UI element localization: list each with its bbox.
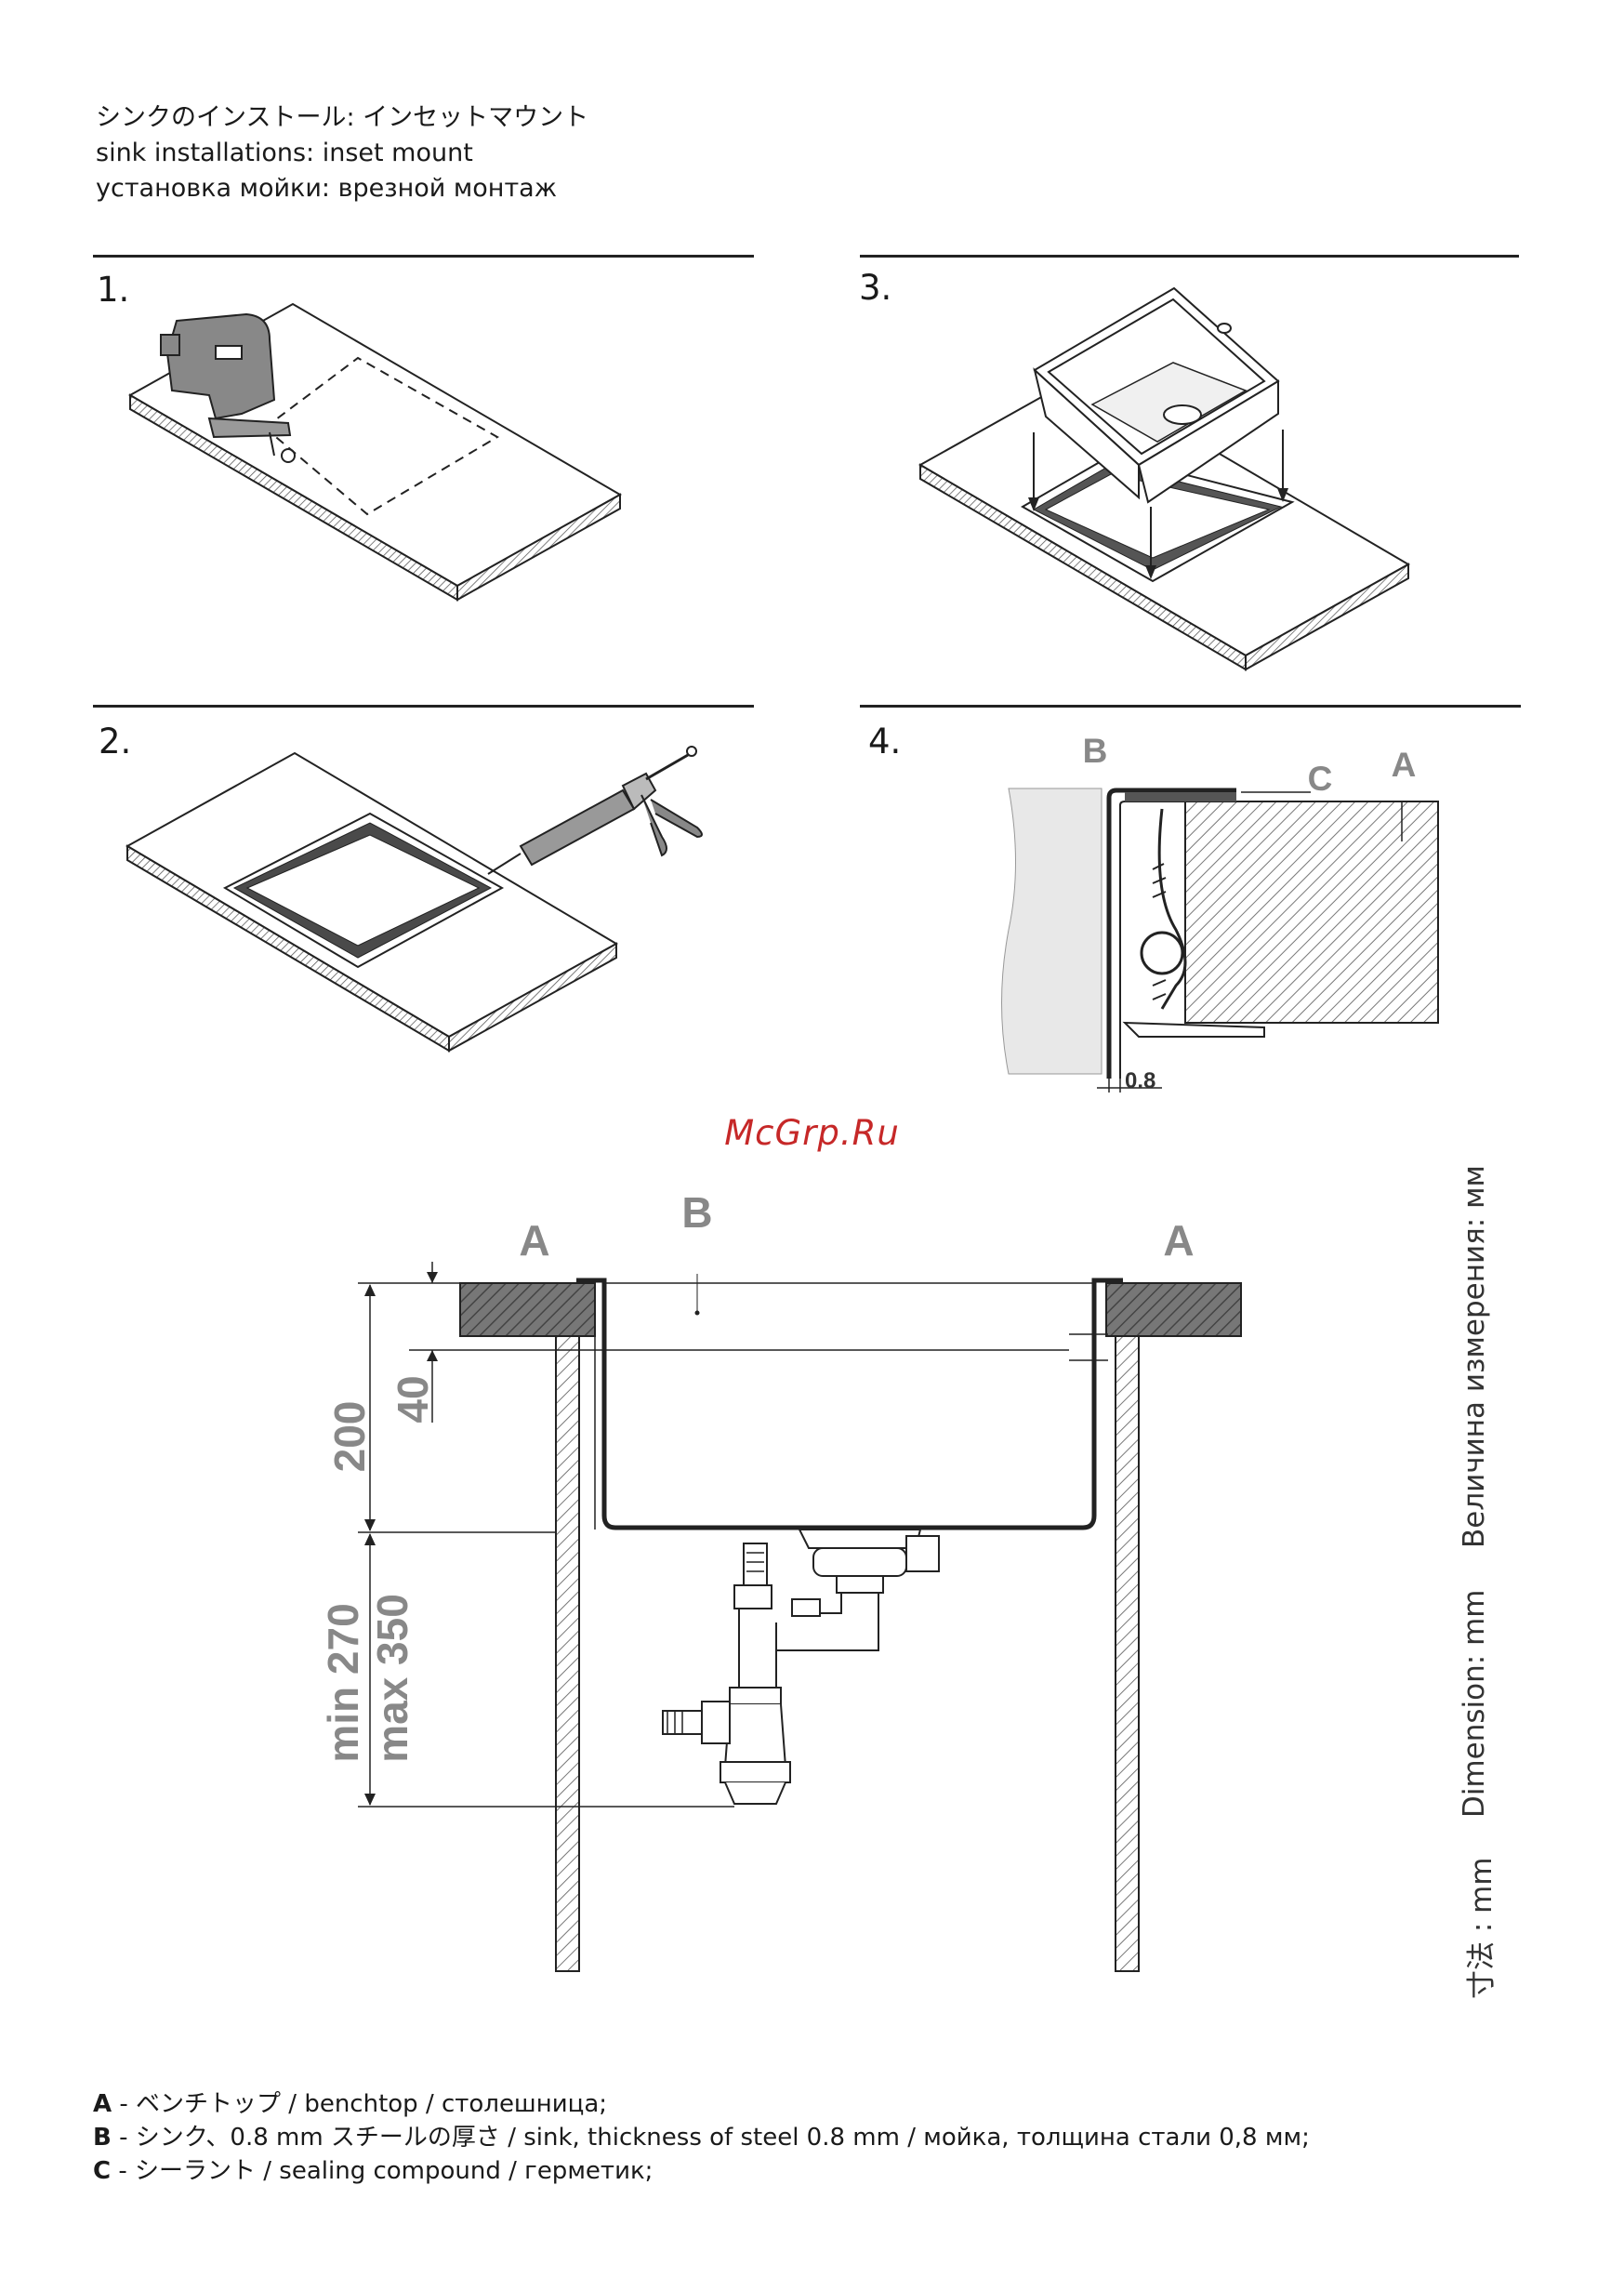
step-3-number: 3. — [859, 268, 892, 308]
benchtop-right — [1105, 1282, 1242, 1337]
sink-bowl — [576, 1278, 1123, 1530]
step-2-number: 2. — [99, 722, 132, 762]
detail-label-c: C — [1308, 760, 1333, 798]
mounting-clip-icon — [1122, 808, 1265, 1038]
detail-thickness-label: 0.8 — [1125, 1068, 1155, 1093]
cabinet-wall-left — [555, 1335, 580, 1972]
dim-40-label: 40 — [389, 1375, 437, 1423]
step1-illustration — [127, 302, 623, 602]
caulking-gun-icon — [487, 746, 703, 875]
step3-illustration — [918, 286, 1411, 671]
legend-text-c: - シーラント / sealing compound / герметик; — [111, 2157, 654, 2185]
benchtop-left — [459, 1282, 596, 1337]
title-ru: установка мойки: врезной монтаж — [96, 174, 558, 203]
step2-rule — [93, 705, 754, 708]
cabinet-wall-right — [1115, 1335, 1140, 1972]
section-drawing: 200 40 min 270 max 350 A B A — [319, 1188, 1242, 1972]
legend-key-c: C — [93, 2157, 112, 2185]
drain-trap-icon — [662, 1529, 940, 1805]
legend-item-a: A - ベンチトップ / benchtop / столешница; — [93, 2087, 1310, 2121]
step-4-number: 4. — [868, 722, 902, 762]
step2-illustration — [125, 746, 703, 1053]
step-1-number: 1. — [97, 270, 130, 310]
legend-key-b: B — [93, 2124, 112, 2152]
step4-rule — [860, 705, 1521, 708]
legend-item-b: B - シンク、0.8 mm スチールの厚さ / sink, thickness… — [93, 2121, 1310, 2154]
units-en: Dimension: mm — [1458, 1589, 1491, 1818]
legend: A - ベンチトップ / benchtop / столешница; B - … — [93, 2087, 1310, 2188]
title-en: sink installations: inset mount — [96, 139, 473, 167]
legend-text-b: - シンク、0.8 mm スチールの厚さ / sink, thickness o… — [111, 2124, 1310, 2152]
detail-label-a: A — [1392, 746, 1417, 784]
page-header: シンクのインストール: インセットマウント sink installations… — [96, 100, 588, 206]
dim-max-label: max 350 — [368, 1594, 416, 1763]
section-label-a-right: A — [1163, 1216, 1194, 1265]
legend-item-c: C - シーラント / sealing compound / герметик; — [93, 2154, 1310, 2188]
legend-text-a: - ベンチトップ / benchtop / столешница; — [112, 2090, 608, 2118]
step3-rule — [860, 255, 1519, 258]
units-ru: Величина измерения: мм — [1458, 1165, 1491, 1548]
step1-rule — [93, 255, 754, 258]
legend-key-a: A — [93, 2090, 112, 2118]
jigsaw-icon — [160, 312, 296, 463]
section-label-b: B — [681, 1188, 712, 1237]
dim-min-label: min 270 — [319, 1603, 367, 1762]
sealant-strip — [1125, 792, 1236, 801]
step4-detail: B C A 0.8 — [1001, 732, 1439, 1093]
section-label-a-left: A — [519, 1216, 549, 1265]
title-ja: シンクのインストール: インセットマウント — [96, 103, 589, 132]
units-ja: 寸法 : mm — [1465, 1857, 1499, 1999]
sink-basin-icon — [1033, 286, 1280, 504]
dim-200-label: 200 — [325, 1401, 374, 1473]
detail-label-b: B — [1083, 732, 1108, 770]
watermark: McGrp.Ru — [724, 1113, 900, 1153]
